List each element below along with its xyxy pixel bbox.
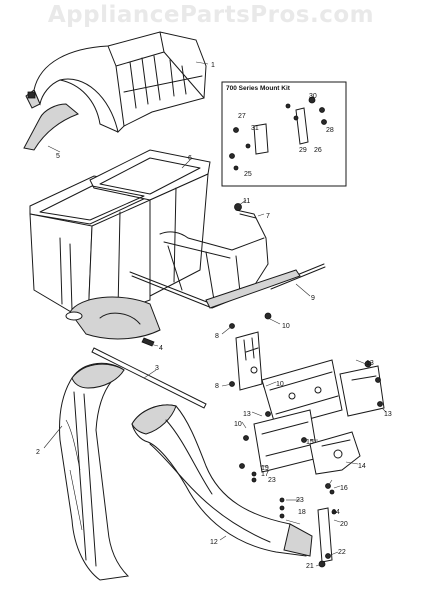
callout-22: 22 [338,549,346,556]
callout-3: 3 [155,365,159,372]
callout-15: 15 [306,439,314,446]
callout-10a: 10 [282,323,290,330]
kit-title: 700 Series Mount Kit [226,85,291,92]
callout-5: 5 [56,153,60,160]
callout-25: 25 [244,171,252,178]
callout-23a: 23 [268,477,276,484]
callout-24: 24 [332,509,340,516]
callout-7: 7 [266,213,270,220]
callout-13b: 13 [366,360,374,367]
callout-16: 16 [340,485,348,492]
callout-19: 19 [261,465,269,472]
grass-bag-boxes [29,149,211,340]
callout-1: 1 [211,62,215,69]
support-rod [205,263,326,309]
watermark: AppliancePartsPros.com [47,2,375,28]
callout-4: 4 [159,345,163,352]
callout-21: 21 [306,563,314,570]
callout-17: 17 [261,471,269,478]
callout-6: 6 [188,155,192,162]
mount-brackets [235,331,385,568]
mount-kit-inset: 700 Series Mount Kit [221,81,347,187]
callout-18: 18 [298,509,306,516]
callout-9: 9 [311,295,315,302]
callout-29: 29 [299,147,307,154]
callout-30: 30 [309,93,317,100]
callout-14: 14 [358,463,366,470]
callout-26: 26 [314,147,322,154]
callout-31: 31 [251,125,259,132]
callout-10c: 10 [234,421,242,428]
callout-labels: 1 2 3 4 5 6 7 8 8 9 10 10 10 11 12 13 13… [36,62,392,570]
callout-10b: 10 [276,381,284,388]
upper-chute-tube [59,362,130,581]
callout-8a: 8 [215,333,219,340]
callout-8b: 8 [215,383,219,390]
callout-11: 11 [243,198,250,205]
callout-28: 28 [326,127,334,134]
rear-rod [91,347,207,409]
callout-13c: 13 [384,411,392,418]
bagger-cover [25,31,207,133]
callout-27: 27 [238,113,246,120]
callout-20: 20 [340,521,348,528]
rear-flap [23,103,79,151]
callout-2: 2 [36,449,40,456]
lower-chute-tube [131,404,313,557]
callout-13a: 13 [243,411,251,418]
bag-frame [129,203,269,309]
leader-lines [43,61,387,567]
callout-12: 12 [210,539,218,546]
callout-23b: 23 [296,497,304,504]
